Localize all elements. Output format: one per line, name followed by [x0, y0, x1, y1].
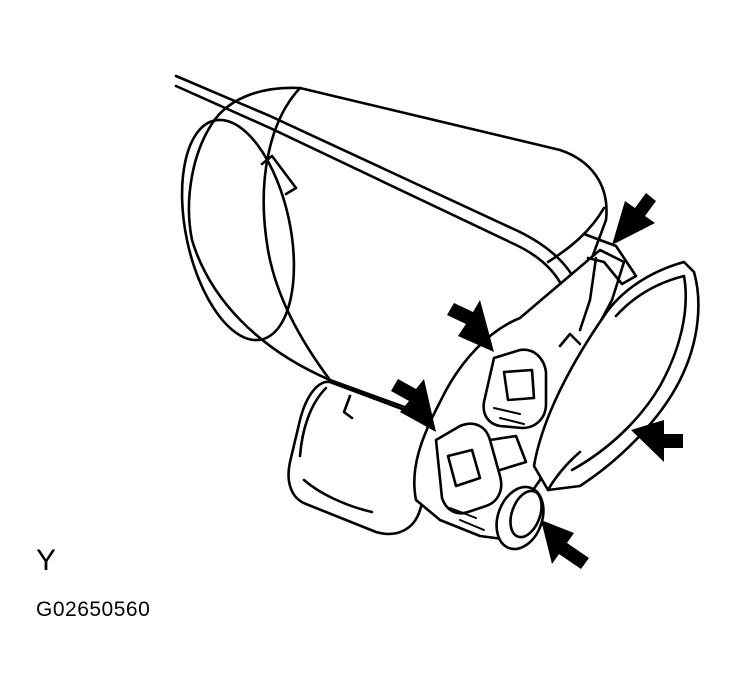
terminal-cap [495, 485, 545, 551]
view-label: Y [36, 544, 57, 577]
connector-body [412, 232, 638, 542]
arrow-icon [612, 193, 656, 245]
terminal-extension [287, 380, 439, 536]
arrow-icon [541, 520, 589, 569]
figure-code: G02650560 [36, 598, 151, 621]
arrow-icon [447, 300, 494, 352]
arrow-icon [631, 420, 683, 462]
protective-boot [532, 260, 700, 492]
arrow-icon [391, 379, 436, 432]
